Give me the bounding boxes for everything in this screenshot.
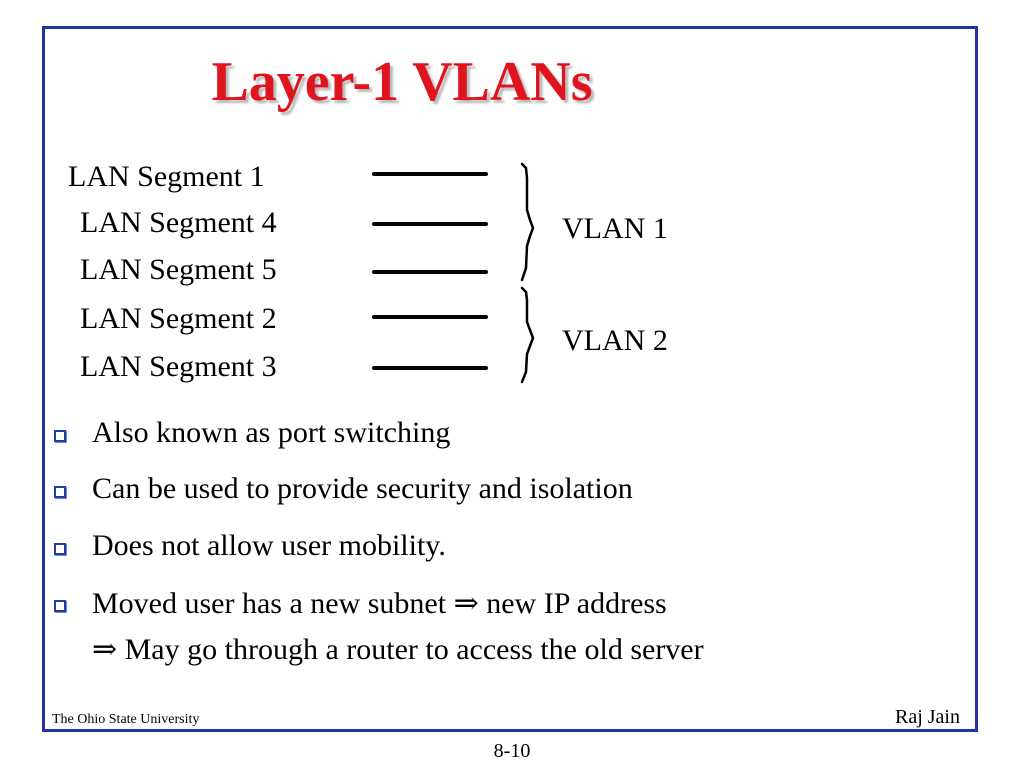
lan-segment-label: LAN Segment 1 [68,160,265,193]
slide-title: Layer-1 VLANs [211,51,593,113]
bullet-text: Moved user has a new subnet ⇒ new IP add… [92,587,667,620]
footer-institution: The Ohio State University [52,712,200,727]
lan-segment-line [372,222,488,226]
slide-frame [42,26,978,732]
lan-segment-line [372,270,488,274]
lan-segment-label: LAN Segment 5 [80,253,277,286]
lan-segment-line [372,315,488,319]
lan-segment-label: LAN Segment 4 [80,206,277,239]
lan-segment-line [372,172,488,176]
slide-title-container: Layer-1 VLANs [0,50,1024,114]
footer-author: Raj Jain [895,706,960,728]
lan-segment-label: LAN Segment 2 [80,302,277,335]
vlan-1-brace [520,162,535,282]
bullet-square-icon [54,543,66,555]
lan-segment-line [372,366,488,370]
bullet-square-icon [54,486,66,498]
bullet-text: Does not allow user mobility. [92,529,446,562]
bullet-text: Can be used to provide security and isol… [92,472,633,505]
grouping-braces [520,162,535,384]
lan-segment-label: LAN Segment 3 [80,350,277,383]
bullet-text: Also known as port switching [92,416,451,449]
vlan-2-brace [520,286,535,384]
bullet-square-icon [54,600,66,612]
vlan-1-label: VLAN 1 [562,212,668,245]
bullet-continuation: ⇒ May go through a router to access the … [92,633,704,666]
page-number: 8-10 [493,740,531,762]
vlan-2-label: VLAN 2 [562,324,668,357]
bullet-square-icon [54,430,66,442]
